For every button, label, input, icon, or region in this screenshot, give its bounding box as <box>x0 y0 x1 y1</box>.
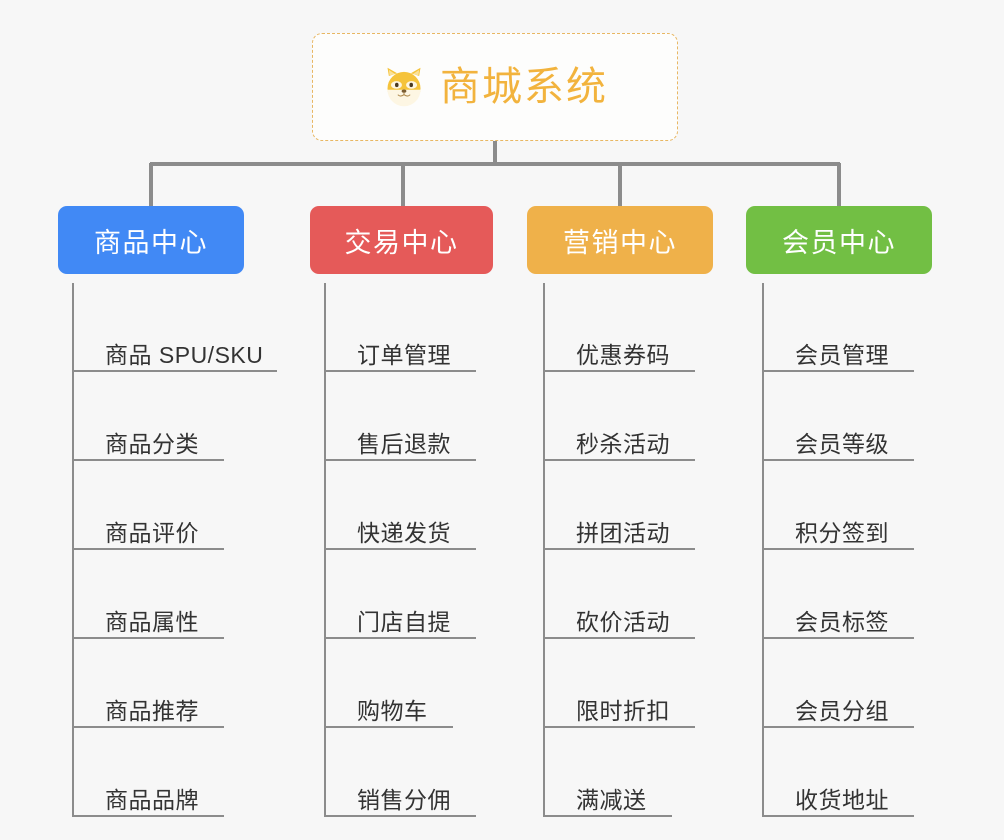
leaf-item-label: 快递发货 <box>357 519 451 546</box>
branch-node-member-center[interactable]: 会员中心 <box>746 206 932 274</box>
leaf-underline <box>324 815 476 817</box>
leaf-underline <box>324 726 453 728</box>
leaf-underline <box>324 548 476 550</box>
leaf-item[interactable]: 商品推荐 <box>72 639 284 728</box>
leaf-item-label: 门店自提 <box>357 608 451 635</box>
leaf-underline <box>72 815 224 817</box>
leaf-underline <box>543 548 695 550</box>
leaf-spine <box>72 283 74 817</box>
leaf-underline <box>762 370 914 372</box>
root-node[interactable]: 商城系统 <box>312 33 678 141</box>
leaf-underline <box>72 637 224 639</box>
leaf-underline <box>72 459 224 461</box>
leaf-item-label: 商品分类 <box>105 430 199 457</box>
leaf-item-label: 商品推荐 <box>105 697 199 724</box>
leaf-item-label: 满减送 <box>576 786 647 813</box>
leaf-item[interactable]: 订单管理 <box>324 283 489 372</box>
leaf-item[interactable]: 会员管理 <box>762 283 927 372</box>
leaf-column-product-center: 商品 SPU/SKU 商品分类 商品评价 商品属性 商品推荐 商品品牌 <box>72 283 284 817</box>
leaf-item[interactable]: 会员分组 <box>762 639 927 728</box>
leaf-spine <box>543 283 545 817</box>
leaf-item-label: 秒杀活动 <box>576 430 670 457</box>
leaf-item[interactable]: 限时折扣 <box>543 639 708 728</box>
branch-node-label: 会员中心 <box>782 227 896 258</box>
branch-node-trade-center[interactable]: 交易中心 <box>310 206 493 274</box>
leaf-item[interactable]: 满减送 <box>543 728 708 817</box>
leaf-column-trade-center: 订单管理 售后退款 快递发货 门店自提 购物车 销售分佣 <box>324 283 489 817</box>
leaf-underline <box>762 459 914 461</box>
leaf-underline <box>762 548 914 550</box>
leaf-item-label: 商品评价 <box>105 519 199 546</box>
leaf-underline <box>324 459 476 461</box>
leaf-item-label: 商品属性 <box>105 608 199 635</box>
leaf-item[interactable]: 拼团活动 <box>543 461 708 550</box>
leaf-item-label: 会员标签 <box>795 608 889 635</box>
branch-node-label: 营销中心 <box>563 227 677 258</box>
leaf-item[interactable]: 秒杀活动 <box>543 372 708 461</box>
leaf-underline <box>543 370 695 372</box>
leaf-underline <box>762 815 914 817</box>
leaf-underline <box>72 370 277 372</box>
leaf-item-label: 优惠券码 <box>576 341 670 368</box>
leaf-item-label: 会员分组 <box>795 697 889 724</box>
leaf-item[interactable]: 优惠券码 <box>543 283 708 372</box>
leaf-item-label: 会员管理 <box>795 341 889 368</box>
leaf-underline <box>543 459 695 461</box>
leaf-item[interactable]: 砍价活动 <box>543 550 708 639</box>
leaf-underline <box>543 726 695 728</box>
leaf-item[interactable]: 商品分类 <box>72 372 284 461</box>
leaf-item-label: 收货地址 <box>795 786 889 813</box>
branch-node-label: 交易中心 <box>344 227 459 258</box>
leaf-item-label: 限时折扣 <box>576 697 670 724</box>
leaf-item[interactable]: 会员标签 <box>762 550 927 639</box>
leaf-column-marketing-center: 优惠券码 秒杀活动 拼团活动 砍价活动 限时折扣 满减送 <box>543 283 708 817</box>
leaf-item-label: 订单管理 <box>357 341 451 368</box>
leaf-item-label: 砍价活动 <box>576 608 670 635</box>
leaf-item[interactable]: 购物车 <box>324 639 489 728</box>
leaf-item[interactable]: 商品品牌 <box>72 728 284 817</box>
leaf-item-label: 积分签到 <box>795 519 889 546</box>
leaf-item-label: 销售分佣 <box>357 786 451 813</box>
leaf-item[interactable]: 商品评价 <box>72 461 284 550</box>
leaf-item[interactable]: 收货地址 <box>762 728 927 817</box>
leaf-item-label: 会员等级 <box>795 430 889 457</box>
leaf-item[interactable]: 售后退款 <box>324 372 489 461</box>
leaf-underline <box>324 370 476 372</box>
leaf-spine <box>762 283 764 817</box>
leaf-item[interactable]: 商品 SPU/SKU <box>72 283 284 372</box>
leaf-item[interactable]: 商品属性 <box>72 550 284 639</box>
leaf-underline <box>72 726 224 728</box>
leaf-item[interactable]: 积分签到 <box>762 461 927 550</box>
leaf-item[interactable]: 销售分佣 <box>324 728 489 817</box>
leaf-underline <box>543 637 695 639</box>
leaf-column-member-center: 会员管理 会员等级 积分签到 会员标签 会员分组 收货地址 <box>762 283 927 817</box>
leaf-item-label: 拼团活动 <box>576 519 670 546</box>
leaf-item-label: 售后退款 <box>357 430 451 457</box>
branch-node-label: 商品中心 <box>94 227 208 258</box>
leaf-spine <box>324 283 326 817</box>
leaf-underline <box>762 726 914 728</box>
root-title: 商城系统 <box>440 65 608 109</box>
leaf-item[interactable]: 快递发货 <box>324 461 489 550</box>
leaf-underline <box>72 548 224 550</box>
shiba-dog-icon <box>382 65 426 109</box>
leaf-item-label: 商品 SPU/SKU <box>105 341 264 368</box>
leaf-item-label: 购物车 <box>357 697 428 724</box>
leaf-item[interactable]: 会员等级 <box>762 372 927 461</box>
leaf-item-label: 商品品牌 <box>105 786 199 813</box>
branch-node-product-center[interactable]: 商品中心 <box>58 206 244 274</box>
leaf-underline <box>543 815 672 817</box>
leaf-underline <box>762 637 914 639</box>
leaf-underline <box>324 637 476 639</box>
leaf-item[interactable]: 门店自提 <box>324 550 489 639</box>
branch-node-marketing-center[interactable]: 营销中心 <box>527 206 713 274</box>
